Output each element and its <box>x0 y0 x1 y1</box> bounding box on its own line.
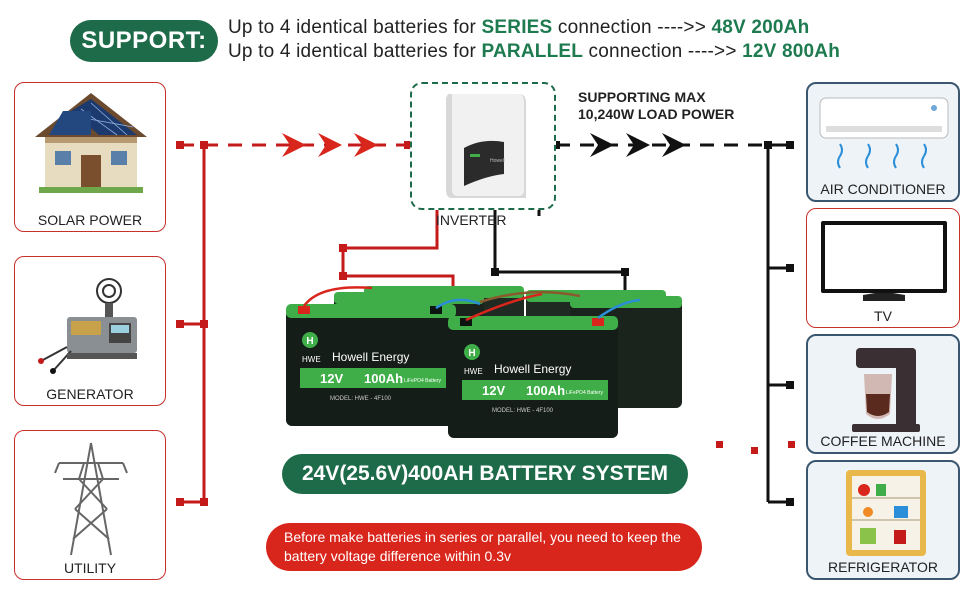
battery-bank: H HWE Howell Energy 12V 100Ah LiFePO4 Ba… <box>286 286 682 438</box>
inverter-brand: Howell <box>490 158 505 164</box>
max-load-text: SUPPORTING MAX 10,240W LOAD POWER <box>578 89 734 123</box>
series-support-line: Up to 4 identical batteries for SERIES c… <box>228 17 809 39</box>
source-generator: GENERATOR <box>14 256 166 406</box>
battery-unit-right: H HWE Howell Energy 12V 100Ah LiFePO4 Ba… <box>448 316 618 438</box>
output-flow-arrows <box>590 133 686 157</box>
inverter-label: INVERTER <box>436 212 507 228</box>
max-load-line-2: 10,240W LOAD POWER <box>578 106 735 122</box>
voltage-warning: Before make batteries in series or paral… <box>266 523 702 571</box>
parallel-mid: connection ---->> <box>583 41 743 62</box>
battery-logo: HWE <box>464 367 483 376</box>
appliance-refrigerator: REFRIGERATOR <box>806 460 960 580</box>
parallel-pre: Up to 4 identical batteries for <box>228 41 482 62</box>
air-conditioner-icon <box>819 97 949 169</box>
solar-house-icon <box>35 93 147 193</box>
power-tower-icon <box>54 442 128 556</box>
battery-voltage: 12V <box>320 371 343 386</box>
battery-brand: Howell Energy <box>332 350 409 364</box>
refrigerator-icon <box>846 470 926 556</box>
appliance-air-conditioner: AIR CONDITIONER <box>806 82 960 202</box>
series-mode: SERIES <box>481 17 553 38</box>
tv-icon <box>821 221 947 301</box>
max-load-line-1: SUPPORTING MAX <box>578 89 706 105</box>
coffee-machine-icon <box>852 348 920 432</box>
appliance-label: COFFEE MACHINE <box>820 433 946 449</box>
battery-chemistry: LiFePO4 Battery <box>566 390 603 396</box>
battery-unit-left: H HWE Howell Energy 12V 100Ah LiFePO4 Ba… <box>286 304 456 426</box>
series-mid: connection ---->> <box>552 17 712 38</box>
inverter-device-icon: Howell <box>446 94 526 198</box>
battery-voltage: 12V <box>482 383 505 398</box>
battery-chemistry: LiFePO4 Battery <box>404 378 441 384</box>
appliance-label: TV <box>874 308 892 324</box>
input-bus-nodes <box>176 141 412 506</box>
battery-system-banner: 24V(25.6V)400AH BATTERY SYSTEM <box>282 454 688 494</box>
parallel-result: 12V 800Ah <box>742 41 841 62</box>
support-badge: SUPPORT: <box>70 20 218 62</box>
battery-capacity: 100Ah <box>526 383 565 398</box>
parallel-support-line: Up to 4 identical batteries for PARALLEL… <box>228 41 840 63</box>
appliance-label: AIR CONDITIONER <box>820 181 946 197</box>
inverter-frame: Howell <box>410 82 556 210</box>
source-label: UTILITY <box>63 560 117 576</box>
cable-nodes <box>339 244 629 280</box>
source-solar-power: SOLAR POWER <box>14 82 166 232</box>
series-result: 48V 200Ah <box>711 17 810 38</box>
appliance-label: REFRIGERATOR <box>828 559 938 575</box>
battery-model: MODEL: HWE - 4F100 <box>330 396 392 402</box>
appliance-coffee-machine: COFFEE MACHINE <box>806 334 960 454</box>
parallel-mode: PARALLEL <box>481 41 584 62</box>
svg-text:H: H <box>306 336 313 347</box>
output-bus-nodes <box>552 141 794 506</box>
appliance-tv: TV <box>806 208 960 328</box>
battery-model: MODEL: HWE - 4F100 <box>492 408 554 414</box>
battery-brand: Howell Energy <box>494 362 571 376</box>
svg-text:H: H <box>468 348 475 359</box>
generator-icon <box>38 278 137 374</box>
source-label: SOLAR POWER <box>37 212 143 228</box>
input-flow-arrows <box>282 133 378 157</box>
battery-capacity: 100Ah <box>364 371 403 386</box>
red-dot-markers <box>716 441 795 454</box>
battery-jumpers <box>302 286 641 322</box>
battery-logo: HWE <box>302 355 321 364</box>
series-pre: Up to 4 identical batteries for <box>228 17 482 38</box>
source-utility: UTILITY <box>14 430 166 580</box>
source-label: GENERATOR <box>46 386 134 402</box>
